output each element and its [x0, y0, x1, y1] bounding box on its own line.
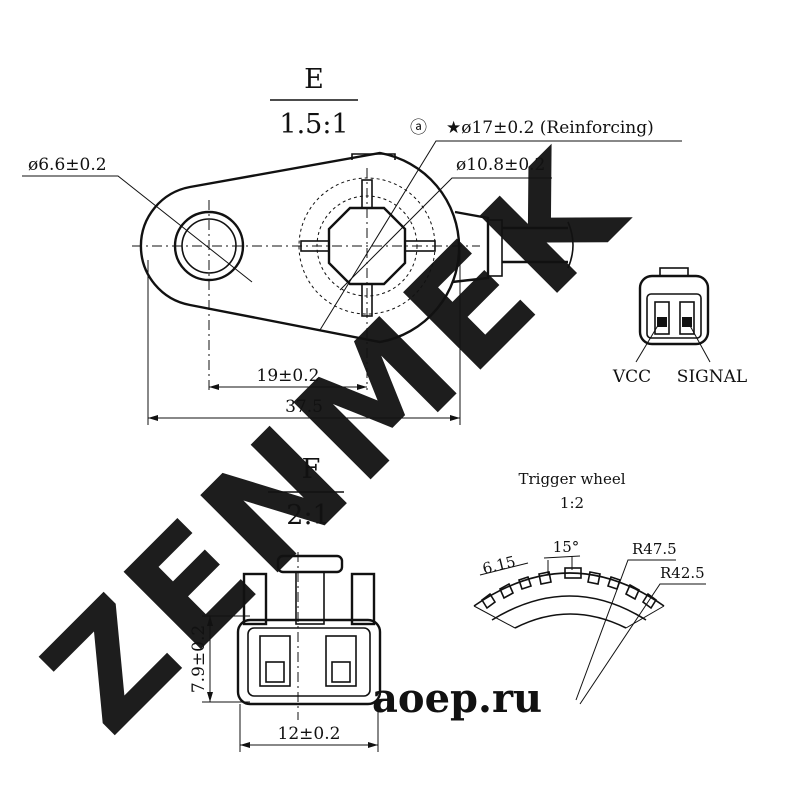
- angle-label: 15°: [553, 538, 580, 556]
- cavity-right: [325, 635, 357, 687]
- cavity-left: [259, 635, 291, 687]
- detail-e-scale: 1.5:1: [279, 109, 348, 140]
- height-label: 7.9±0.2: [189, 625, 209, 693]
- key-left: [300, 240, 330, 252]
- terminal-left: [265, 661, 285, 683]
- brand-watermark: ZENMEK: [12, 119, 659, 766]
- connector-face: [247, 627, 371, 697]
- brand-watermark-text: ZENMEK: [12, 119, 659, 766]
- ear-left: [242, 572, 268, 626]
- key-top: [361, 179, 373, 209]
- wheel-teeth: [480, 567, 658, 610]
- detail-e-label: E: [304, 64, 324, 95]
- key-right: [404, 240, 436, 252]
- cable-collar: [487, 219, 503, 277]
- connector-end-view: VCC SIGNAL: [612, 267, 747, 387]
- detail-f-label: F: [302, 454, 321, 485]
- trigger-wheel-scale: 1:2: [560, 494, 584, 512]
- reinforcing-marker: ⓐ: [410, 118, 427, 138]
- tooth-reference: [564, 567, 582, 579]
- outer-radius-label: R47.5: [632, 540, 677, 558]
- connector-cavity-1: [654, 301, 670, 335]
- connector-cavity-2: [679, 301, 695, 335]
- connector-shell: [638, 274, 710, 346]
- detail-f-scale: 2:1: [286, 500, 329, 531]
- pin-vcc: [657, 317, 667, 327]
- cable-break: [567, 221, 574, 269]
- inner-radius-label: R42.5: [660, 564, 705, 582]
- latch-stem: [295, 571, 325, 625]
- connector-body: [236, 618, 382, 706]
- bore-circle: [316, 195, 418, 297]
- tooth-width-label: 6.15: [481, 552, 518, 578]
- tooth-1: [480, 592, 497, 610]
- bore-dia-label: ø10.8±0.2: [456, 155, 545, 175]
- tooth-5: [587, 571, 601, 585]
- hole-leader: [22, 175, 253, 283]
- flange-outline: [139, 151, 461, 344]
- hole-dia-label: ø6.6±0.2: [28, 155, 107, 175]
- tooth-width-dim: [479, 562, 529, 576]
- reinforcing-leader: [319, 140, 682, 331]
- detail-e: E 1.5:1 ø6.6±0.2 ⓐ ★ø17±0.2: [22, 64, 682, 425]
- overall-length-label: 37.5: [285, 397, 323, 417]
- tooth-8: [641, 592, 658, 610]
- signal-label: SIGNAL: [677, 367, 747, 387]
- pin-signal: [682, 317, 692, 327]
- mount-hole-inner: [181, 218, 237, 274]
- vcc-leader: [635, 321, 661, 363]
- connector-inner: [646, 293, 702, 339]
- wheel-tooth-root: [491, 595, 647, 621]
- angle-dim: [543, 555, 581, 559]
- flange-notch: [351, 153, 396, 160]
- center-distance-label: 19±0.2: [257, 366, 320, 386]
- signal-leader: [687, 321, 711, 363]
- key-bottom: [361, 283, 373, 317]
- tooth-2: [498, 582, 515, 600]
- vcc-label: VCC: [612, 367, 651, 387]
- mount-hole-outer: [173, 210, 245, 282]
- outer-radius-leader: [575, 559, 676, 701]
- wheel-inner-arc: [514, 613, 627, 629]
- inner-radius-leader: [579, 583, 706, 705]
- reinforcing-label: ★ø17±0.2 (Reinforcing): [446, 118, 654, 138]
- width-label: 12±0.2: [278, 724, 341, 744]
- detail-f: F 2:1 7.9±0.2 12±0.2: [189, 454, 382, 752]
- wheel-side-left: [473, 605, 516, 629]
- wheel-outer-arc: [473, 572, 665, 607]
- terminal-right: [331, 661, 351, 683]
- wheel-side-right: [625, 605, 665, 629]
- tooth-7: [624, 583, 641, 601]
- height-arrows: [207, 616, 213, 702]
- trigger-wheel-detail: Trigger wheel 1:2 6.15 15° R47.: [473, 470, 706, 705]
- tooth-4: [538, 571, 552, 585]
- trigger-wheel-title: Trigger wheel: [518, 470, 625, 488]
- ear-right: [350, 572, 376, 626]
- bore-leader: [339, 177, 552, 291]
- tooth-3: [517, 575, 533, 591]
- site-watermark: aoep.ru: [372, 675, 542, 722]
